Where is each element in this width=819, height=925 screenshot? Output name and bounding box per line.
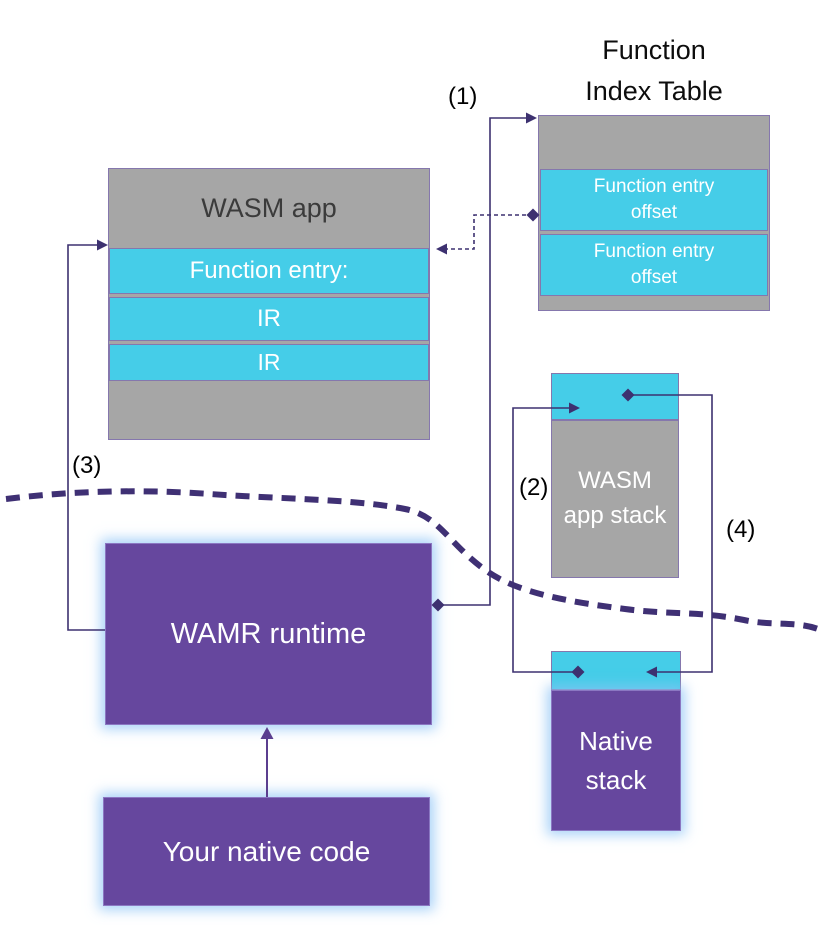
wasm-app-stack-line1: WASM: [578, 467, 652, 495]
wamr-runtime-label: WAMR runtime: [170, 617, 367, 650]
native-stack-line2: stack: [585, 764, 647, 795]
step-label-2: (2): [519, 474, 549, 501]
function-index-table: Function entry offset Function entry off…: [538, 115, 770, 311]
title-line-2: Index Table: [585, 76, 723, 107]
offset-arrow-head-icon: [436, 243, 447, 255]
arrow-1-path: [438, 117, 527, 606]
native-stack: Native stack: [551, 690, 681, 831]
fit-row1-line1: Function entry: [593, 175, 715, 197]
arrow-1-diamond: [431, 598, 445, 612]
native-code-arrow-head-icon: [260, 727, 274, 739]
arrow-1-head-icon: [526, 112, 537, 124]
native-stack-header: [551, 651, 681, 690]
fit-row-function-entry-offset-2: Function entry offset: [540, 234, 768, 296]
wasm-app-ir-row-1: IR: [109, 297, 429, 341]
function-index-table-title: Function Index Table: [538, 30, 770, 112]
arrow-3-head-icon: [97, 239, 108, 251]
fit-row-function-entry-offset-1: Function entry offset: [540, 169, 768, 231]
step-label-4: (4): [726, 516, 756, 543]
wasm-app-box: WASM app Function entry: IR IR: [108, 168, 430, 440]
your-native-code-label: Your native code: [162, 835, 371, 867]
wasm-app-title: WASM app: [201, 193, 337, 223]
arrow-3-path: [67, 244, 105, 631]
fit-row2-line1: Function entry: [593, 240, 715, 262]
wasm-app-ir-row-2: IR: [109, 344, 429, 381]
wasm-app-function-entry-row: Function entry:: [109, 248, 429, 294]
step-label-3: (3): [72, 452, 102, 479]
wamr-runtime-box: WAMR runtime: [105, 543, 432, 725]
native-stack-line1: Native: [579, 725, 653, 756]
wasm-app-stack-line2: app stack: [563, 502, 667, 529]
title-line-1: Function: [602, 35, 706, 65]
step-label-1: (1): [448, 83, 478, 110]
fit-gray-top: [539, 116, 769, 169]
your-native-code-box: Your native code: [103, 797, 430, 906]
wasm-app-stack-header: [551, 373, 679, 420]
fit-row1-line2: offset: [630, 202, 678, 223]
wasm-app-stack: WASM app stack: [551, 420, 679, 578]
offset-to-entry-dashed-path: [446, 214, 533, 250]
fit-row2-line2: offset: [630, 267, 678, 288]
